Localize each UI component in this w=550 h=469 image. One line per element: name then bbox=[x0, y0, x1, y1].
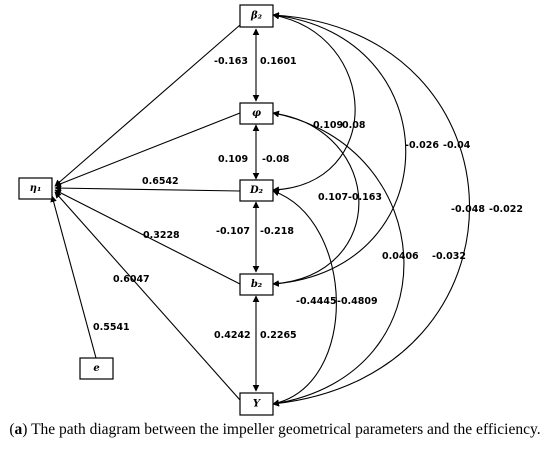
label-beta2-D2-b: 0.08 bbox=[342, 120, 366, 131]
label-phi-Y-b: -0.032 bbox=[432, 251, 466, 262]
label-beta2-b2-b: -0.04 bbox=[443, 140, 471, 151]
curved-correlations bbox=[272, 12, 471, 407]
node-Y: Y bbox=[239, 392, 274, 416]
edge-Y-eta bbox=[54, 191, 241, 401]
node-phi: φ bbox=[239, 102, 274, 125]
label-phi-b2-b: -0.163 bbox=[348, 192, 382, 203]
edge-labels: -0.163 0.6542 0.3228 0.6047 0.5541 0.160… bbox=[93, 56, 523, 341]
label-b2-Y-b: 0.2265 bbox=[260, 330, 297, 341]
label-D2-eta: 0.6542 bbox=[142, 176, 179, 187]
caption-text: The path diagram between the impeller ge… bbox=[27, 421, 541, 438]
label-D2-b2-b: -0.218 bbox=[260, 226, 294, 237]
path-diagram: -0.163 0.6542 0.3228 0.6047 0.5541 0.160… bbox=[18, 4, 523, 416]
label-phi-b2-a: 0.107 bbox=[318, 192, 348, 203]
edge-phi-eta bbox=[54, 112, 241, 187]
node-b2: b₂ bbox=[239, 273, 274, 296]
node-beta2: β₂ bbox=[239, 4, 274, 28]
node-beta2-label: β₂ bbox=[250, 11, 263, 22]
arc-phi-b2 bbox=[272, 110, 360, 287]
node-b2-label: b₂ bbox=[251, 279, 263, 290]
label-D2-b2-a: -0.107 bbox=[216, 226, 250, 237]
label-b2-eta: 0.3228 bbox=[143, 230, 180, 241]
edge-D2-eta bbox=[54, 184, 241, 192]
label-e-eta: 0.5541 bbox=[93, 322, 130, 333]
arc-beta2-Y bbox=[272, 12, 471, 407]
arc-phi-Y bbox=[272, 110, 405, 407]
arc-D2-Y bbox=[272, 189, 337, 406]
edges-to-eta bbox=[50, 24, 241, 401]
label-beta2-D2-a: 0.109 bbox=[313, 120, 343, 131]
label-phi-D2-b: -0.08 bbox=[262, 154, 290, 165]
label-D2-Y-b: -0.4809 bbox=[337, 296, 378, 307]
node-D2: D₂ bbox=[239, 179, 274, 202]
label-beta2-b2-a: -0.026 bbox=[405, 140, 439, 151]
label-beta2-phi: 0.1601 bbox=[260, 56, 297, 67]
edge-e-eta bbox=[50, 195, 97, 359]
label-beta2-eta: -0.163 bbox=[214, 56, 248, 67]
label-Y-eta: 0.6047 bbox=[113, 274, 150, 285]
node-eta: η₁ bbox=[18, 177, 53, 200]
node-Y-label: Y bbox=[253, 399, 261, 410]
label-beta2-Y-b: -0.022 bbox=[489, 204, 523, 215]
arc-beta2-b2 bbox=[272, 12, 407, 287]
arc-beta2-D2 bbox=[272, 12, 356, 194]
label-phi-Y-a: 0.0406 bbox=[382, 251, 419, 262]
figure-caption: (a) The path diagram between the impelle… bbox=[9, 421, 541, 438]
node-eta-label: η₁ bbox=[30, 183, 42, 194]
label-phi-D2-a: 0.109 bbox=[218, 154, 248, 165]
node-e: e bbox=[79, 357, 114, 380]
edge-beta2-eta bbox=[54, 24, 241, 187]
caption-letter: a bbox=[14, 421, 23, 438]
label-b2-Y-a: 0.4242 bbox=[214, 330, 251, 341]
edge-b2-eta bbox=[54, 189, 241, 285]
node-e-label: e bbox=[93, 363, 99, 374]
label-beta2-Y-a: -0.048 bbox=[451, 204, 485, 215]
node-D2-label: D₂ bbox=[249, 185, 264, 196]
node-phi-label: φ bbox=[252, 108, 261, 119]
label-D2-Y-a: -0.4445 bbox=[296, 296, 337, 307]
